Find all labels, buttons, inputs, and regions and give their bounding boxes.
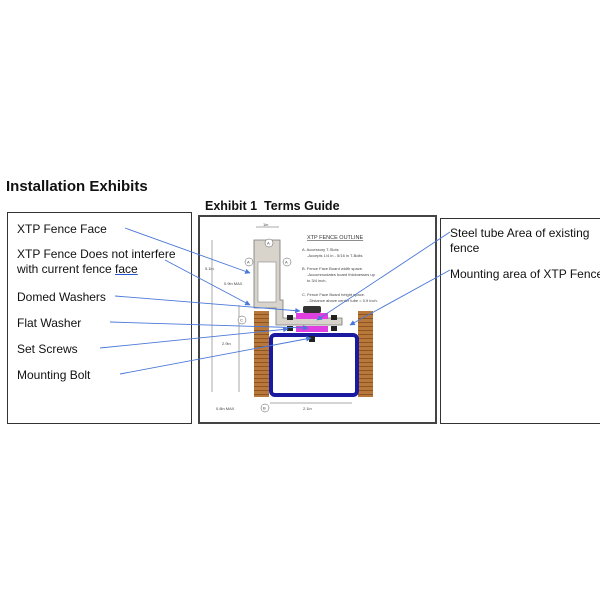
marker-c: C: [240, 318, 243, 323]
dim-tube: 2.9in: [222, 341, 231, 346]
domed-washer-top: [296, 313, 328, 319]
wood-board-right: [358, 311, 373, 397]
bolt-head: [303, 306, 321, 313]
label-set-screws: Set Screws: [17, 342, 78, 356]
aluminum-profile: [253, 239, 343, 326]
label-flat-washer: Flat Washer: [17, 316, 82, 330]
page-title: Installation Exhibits: [6, 178, 148, 195]
steel-tube: [269, 333, 359, 397]
svg-text:-Accepts 1/4 in - 5/16 in T-Bo: -Accepts 1/4 in - 5/16 in T-Bolts: [307, 253, 363, 258]
label-domed-washers: Domed Washers: [17, 290, 106, 304]
dim-c: 0.9in MAX: [224, 281, 243, 286]
outline-heading: XTP FENCE OUTLINE: [307, 235, 363, 241]
label-mounting-area: Mounting area of XTP Fence: [450, 267, 600, 281]
label-fence-face: XTP Fence Face: [17, 222, 107, 236]
dim-top: 1in: [263, 222, 268, 227]
label-mounting-bolt: Mounting Bolt: [17, 368, 91, 382]
svg-text:to 3/4 inch.: to 3/4 inch.: [307, 278, 327, 283]
left-legend-box: XTP Fence Face XTP Fence Does not interf…: [7, 212, 192, 424]
domed-washer-bottom: [296, 326, 328, 332]
set-screw: [309, 336, 315, 342]
callout-arrows: [99, 227, 451, 375]
svg-text:- Distance above center tube =: - Distance above center tube = 0.9 inch.: [307, 298, 378, 303]
svg-text:-Accommodates board thicknesse: -Accommodates board thicknesses up: [307, 272, 376, 277]
svg-text:A: A: [247, 260, 250, 265]
marker-b: B: [263, 406, 266, 411]
svg-text:A. Accessory T-Slots: A. Accessory T-Slots: [302, 247, 339, 252]
wood-board-left: [254, 311, 269, 397]
marker-a: A: [267, 241, 270, 246]
svg-text:B. Fence Face Board width spa: B. Fence Face Board width space.: [302, 266, 363, 271]
dim-bottom-right: 2.1in: [303, 406, 312, 411]
dim-bottom-left: 0.8in MAX: [216, 406, 235, 411]
exhibit-title: Exhibit 1 Terms Guide: [205, 199, 340, 213]
svg-text:A: A: [285, 260, 288, 265]
dim-height: 5.1in: [205, 266, 214, 271]
svg-text:C. Fence Face Board height sp: C. Fence Face Board height space.: [302, 292, 365, 297]
